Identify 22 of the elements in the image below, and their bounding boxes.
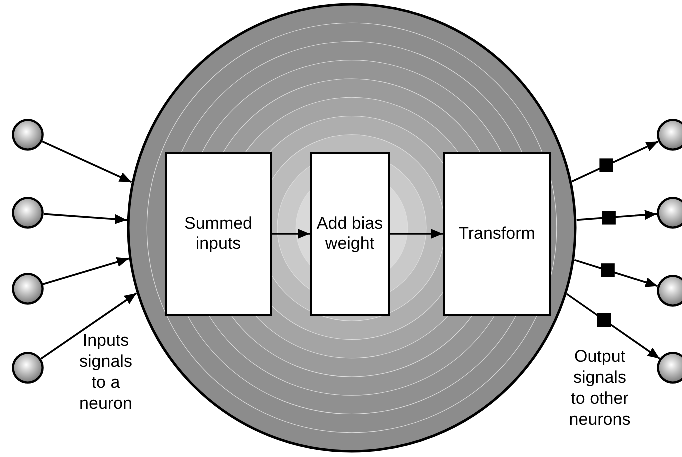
arrow [44,213,128,224]
arrow [272,229,310,239]
box-label: Add bias weight [316,214,384,254]
arrow [574,259,658,288]
arrow [43,257,130,286]
neuron-node-circle [12,273,44,305]
arrow [566,293,660,360]
box-label: Summed inputs [183,214,254,254]
arrow [42,140,132,184]
neuron-node-circle [12,119,44,151]
arrow [390,229,443,239]
arrow [572,140,659,182]
caption-text: Inputs signals to a neuron [78,330,134,414]
box-label: Transform [458,224,536,244]
neuron-node-circle [12,352,44,384]
caption-text: Output signals to other neurons [568,346,632,430]
neuron-node-circle [12,197,44,229]
process-box [165,152,272,316]
arrow [576,210,658,225]
process-box [443,152,551,316]
process-box [310,152,390,316]
arrow [40,292,138,360]
